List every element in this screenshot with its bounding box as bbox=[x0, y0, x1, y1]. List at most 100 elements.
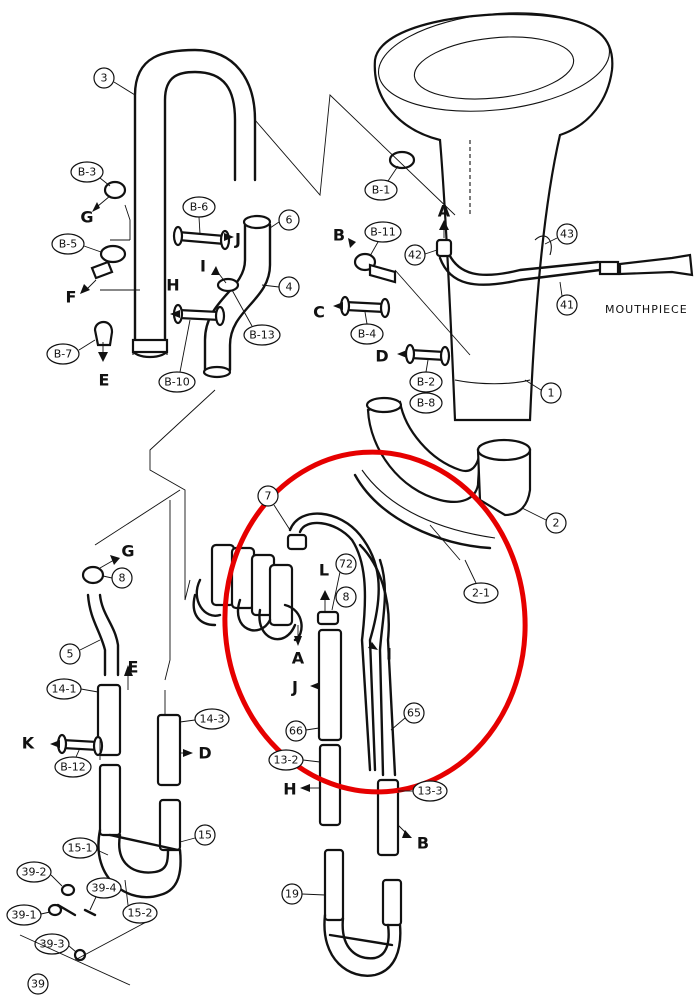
callout-b-13: B-13 bbox=[243, 324, 281, 346]
left-column-tubes bbox=[81, 565, 182, 899]
callout-b-11: B-11 bbox=[364, 221, 402, 243]
callout-66: 66 bbox=[285, 720, 307, 742]
letter-f: F bbox=[66, 288, 77, 307]
tube-65 bbox=[358, 543, 397, 777]
mouthpiece-label: MOUTHPIECE bbox=[605, 303, 688, 316]
lower-right-u-tube bbox=[318, 743, 403, 977]
top-bow bbox=[131, 48, 257, 359]
callout-14-3: 14-3 bbox=[194, 708, 230, 730]
svg-text:8: 8 bbox=[343, 591, 350, 604]
svg-text:B-3: B-3 bbox=[78, 166, 97, 179]
arrows bbox=[50, 195, 449, 838]
svg-text:B-13: B-13 bbox=[249, 329, 275, 342]
letter-h-upper: H bbox=[166, 276, 179, 295]
tube-4 bbox=[202, 214, 272, 379]
bell bbox=[373, 12, 614, 422]
svg-text:14-3: 14-3 bbox=[200, 713, 225, 726]
svg-text:41: 41 bbox=[560, 299, 574, 312]
svg-text:7: 7 bbox=[265, 490, 272, 503]
letter-l: L bbox=[319, 561, 329, 580]
callout-3: 3 bbox=[93, 67, 115, 89]
svg-text:6: 6 bbox=[286, 214, 293, 227]
svg-text:2-1: 2-1 bbox=[472, 587, 490, 600]
letter-k: K bbox=[22, 734, 35, 753]
svg-text:14-1: 14-1 bbox=[52, 683, 77, 696]
callout-39-4: 39-4 bbox=[86, 877, 122, 899]
svg-text:15: 15 bbox=[198, 829, 212, 842]
svg-text:2: 2 bbox=[553, 517, 560, 530]
connection-letters: G F E J I H A B C D G E K D L A I J H B bbox=[22, 202, 451, 853]
letter-a-upper: A bbox=[438, 202, 451, 221]
callout-72: 72 bbox=[335, 553, 357, 575]
callout-b-7: B-7 bbox=[46, 343, 80, 365]
svg-text:39-4: 39-4 bbox=[92, 882, 117, 895]
letter-e-upper: E bbox=[99, 371, 110, 390]
svg-text:13-2: 13-2 bbox=[274, 754, 299, 767]
callout-19: 19 bbox=[281, 883, 303, 905]
callout-b-2: B-2 bbox=[409, 371, 443, 393]
svg-text:66: 66 bbox=[289, 725, 303, 738]
callout-b-4: B-4 bbox=[350, 323, 384, 345]
svg-text:B-7: B-7 bbox=[54, 348, 73, 361]
svg-text:39: 39 bbox=[31, 978, 45, 991]
callout-39-1: 39-1 bbox=[6, 904, 42, 926]
svg-text:B-2: B-2 bbox=[417, 376, 436, 389]
leader-lines bbox=[74, 94, 471, 961]
letter-j-upper: J bbox=[234, 230, 241, 249]
svg-text:B-1: B-1 bbox=[372, 184, 391, 197]
callout-b-5: B-5 bbox=[51, 233, 85, 255]
letter-b-upper: B bbox=[333, 226, 345, 245]
callout-4: 4 bbox=[278, 276, 300, 298]
letter-i-upper: I bbox=[200, 257, 206, 276]
letter-d-lower: D bbox=[198, 744, 211, 763]
svg-text:15-1: 15-1 bbox=[68, 842, 93, 855]
svg-text:3: 3 bbox=[101, 72, 108, 85]
svg-text:B-4: B-4 bbox=[358, 328, 377, 341]
callout-b-1: B-1 bbox=[364, 179, 398, 201]
part-callouts: 3 6 4 1 2 42 43 41 7 8 8 72 5 14-1 14-3 … bbox=[6, 67, 578, 995]
callout-13-2: 13-2 bbox=[268, 749, 304, 771]
svg-text:43: 43 bbox=[560, 228, 574, 241]
b-callouts: B-3 B-5 B-7 B-6 B-13 B-10 B-1 B-11 B-4 B… bbox=[46, 161, 499, 778]
svg-text:B-10: B-10 bbox=[164, 376, 190, 389]
svg-text:8: 8 bbox=[119, 572, 126, 585]
svg-text:1: 1 bbox=[548, 387, 555, 400]
tube-7 bbox=[286, 512, 380, 772]
callout-42: 42 bbox=[404, 244, 426, 266]
letter-g-upper: G bbox=[80, 208, 93, 227]
callout-41: 41 bbox=[556, 294, 578, 316]
callout-2: 2 bbox=[545, 512, 567, 534]
callout-b-12: B-12 bbox=[54, 756, 92, 778]
svg-text:65: 65 bbox=[407, 707, 421, 720]
callout-5: 5 bbox=[59, 643, 81, 665]
letter-i-lower: I bbox=[386, 645, 392, 664]
callout-39: 39 bbox=[27, 973, 49, 995]
callout-15-1: 15-1 bbox=[62, 837, 98, 859]
valve-cluster bbox=[192, 543, 303, 642]
svg-text:B-6: B-6 bbox=[190, 201, 209, 214]
highlight-ellipse bbox=[222, 449, 528, 795]
tube-66 bbox=[316, 610, 343, 742]
letter-d-upper: D bbox=[375, 347, 388, 366]
letter-b-lower: B bbox=[417, 834, 429, 853]
svg-text:19: 19 bbox=[285, 888, 299, 901]
slide-screws bbox=[47, 150, 451, 962]
letter-j-lower: J bbox=[291, 678, 298, 697]
svg-text:4: 4 bbox=[286, 281, 293, 294]
svg-text:72: 72 bbox=[339, 558, 353, 571]
mouthpipe bbox=[435, 235, 694, 286]
callout-8-right: 8 bbox=[335, 586, 357, 608]
callout-13-3: 13-3 bbox=[412, 780, 448, 802]
callout-8-left: 8 bbox=[111, 567, 133, 589]
callout-6: 6 bbox=[278, 209, 300, 231]
letter-a-lower: A bbox=[292, 649, 305, 668]
callout-7: 7 bbox=[257, 485, 279, 507]
callout-39-3: 39-3 bbox=[34, 933, 70, 955]
svg-text:39-1: 39-1 bbox=[12, 909, 37, 922]
callout-b-10: B-10 bbox=[158, 371, 196, 393]
callout-65: 65 bbox=[403, 702, 425, 724]
callout-1: 1 bbox=[540, 382, 562, 404]
callout-b-8: B-8 bbox=[409, 392, 443, 414]
svg-text:39-3: 39-3 bbox=[40, 938, 65, 951]
